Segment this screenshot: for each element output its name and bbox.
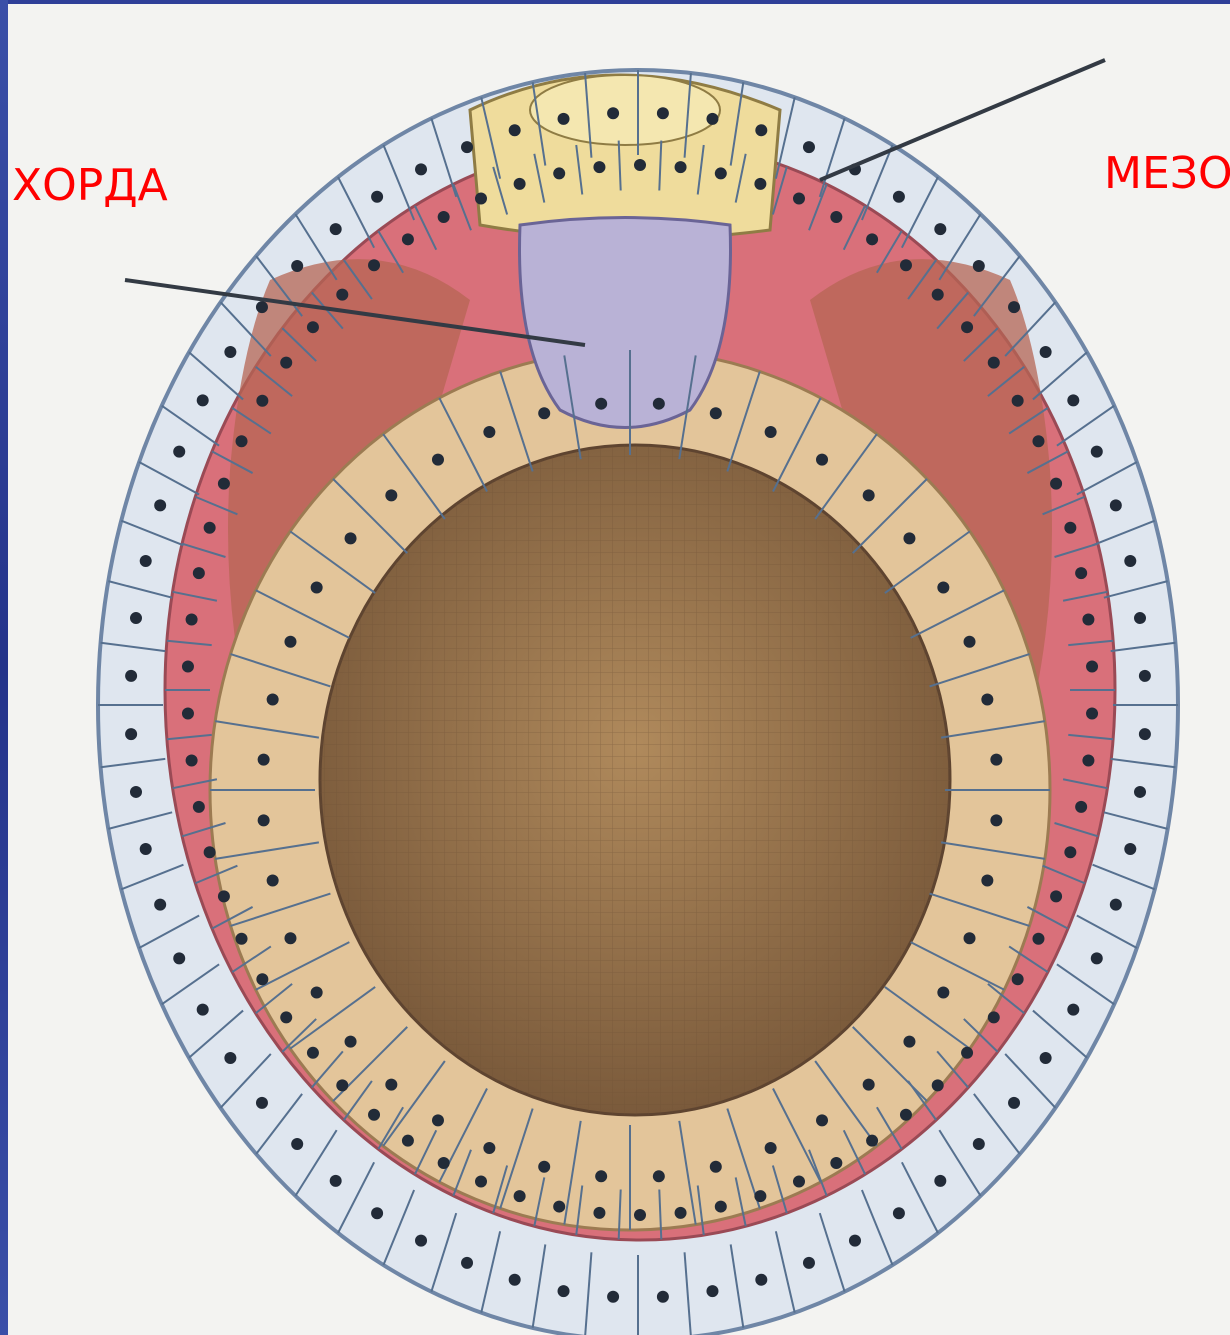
chorda-label: ХОРДА (12, 164, 168, 208)
mesoderm-label: МЕЗО (1104, 152, 1230, 196)
